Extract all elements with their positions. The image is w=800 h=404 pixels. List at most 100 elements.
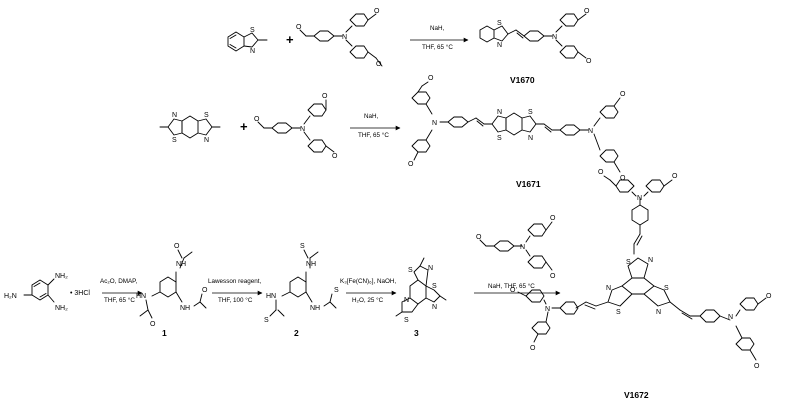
atom-n: N	[172, 112, 177, 119]
atom-o: O	[766, 293, 772, 300]
atom-o: O	[586, 58, 592, 65]
product-label: V1670	[510, 75, 535, 85]
atom-n: N	[552, 34, 557, 41]
atom-o: O	[428, 75, 434, 82]
atom-s: S	[408, 267, 413, 274]
compound-3-structure	[395, 257, 447, 317]
condition-text: THF, 65 °C	[358, 131, 389, 139]
atom-s: S	[250, 27, 255, 34]
plus-sign: +	[240, 119, 248, 134]
atom-o: O	[202, 287, 208, 294]
v1671-structure	[411, 81, 621, 173]
atom-o: O	[598, 169, 604, 176]
condition-text: NaH,	[364, 113, 379, 120]
atom-n: N	[520, 244, 525, 251]
atom-n: N	[432, 120, 437, 127]
atom-n: N	[497, 42, 502, 49]
product-label: V1671	[516, 179, 541, 189]
atom-n: N	[545, 306, 550, 313]
atom-s: S	[172, 137, 177, 144]
atom-hn: HN	[266, 293, 276, 300]
atom-o: O	[374, 8, 380, 15]
atom-n: N	[432, 304, 437, 311]
atom-o: O	[408, 161, 414, 168]
atom-n: N	[342, 34, 347, 41]
atom-n: N	[728, 314, 733, 321]
atom-n: N	[588, 128, 593, 135]
hcl-salt: • 3HCl	[70, 290, 90, 297]
condition-text: THF, 65 °C	[422, 43, 453, 51]
atom-o: O	[174, 243, 180, 250]
atom-nh: NH	[306, 261, 316, 268]
methylbenzothiazole	[227, 31, 268, 52]
condition-text: H₂O, 25 °C	[352, 296, 384, 304]
atom-n: N	[606, 285, 611, 292]
atom-o: O	[530, 345, 536, 352]
plus-sign: +	[286, 32, 294, 47]
atom-o: O	[332, 153, 338, 160]
atom-o: O	[376, 61, 382, 68]
product-label: V1672	[624, 390, 649, 400]
atom-s: S	[664, 285, 669, 292]
atom-s: S	[497, 135, 502, 142]
condition-text: Lawesson reagent,	[208, 278, 261, 285]
atom-n: N	[528, 135, 533, 142]
v1670-structure	[479, 13, 587, 59]
atom-n: N	[656, 309, 661, 316]
atom-s: S	[432, 283, 437, 290]
atom-n: N	[300, 126, 305, 133]
atom-n: N	[428, 265, 433, 272]
atom-n: N	[250, 48, 255, 55]
atom-nh2: NH₂	[55, 273, 68, 280]
atom-s: S	[528, 109, 533, 116]
atom-o: O	[584, 8, 590, 15]
atom-o: O	[510, 287, 516, 294]
condition-text: NaH,	[430, 25, 445, 32]
atom-o: O	[620, 175, 626, 182]
atom-s: S	[300, 243, 305, 250]
intermediate-label: 1	[162, 328, 167, 338]
atom-o: O	[322, 93, 328, 100]
atom-n: N	[648, 257, 653, 264]
atom-nh2: NH₂	[55, 305, 68, 312]
atom-o: O	[754, 363, 760, 370]
atom-s: S	[497, 20, 502, 27]
atom-n: N	[404, 297, 409, 304]
condition-text: THF, 100 °C	[218, 296, 253, 304]
atom-o: O	[672, 173, 678, 180]
compound-2-structure	[269, 249, 337, 317]
dimethylbenzobisthiazole	[159, 115, 221, 139]
atom-o: O	[476, 234, 482, 241]
atom-nh: NH	[310, 305, 320, 312]
atom-nh: NH	[176, 261, 186, 268]
atom-s: S	[264, 317, 269, 324]
atom-s: S	[626, 259, 631, 266]
atom-o: O	[296, 24, 302, 31]
atom-o: O	[550, 273, 556, 280]
triarylamine-aldehyde	[299, 13, 383, 67]
atom-n: N	[497, 109, 502, 116]
atom-nh: NH	[180, 305, 190, 312]
condition-text: Ac₂O, DMAP,	[100, 278, 138, 285]
condition-text: K₃[Fe(CN)₆], NaOH,	[340, 278, 396, 285]
v1672-structure	[517, 175, 767, 361]
condition-text: NaH, THF, 65 °C	[488, 282, 535, 290]
atom-o: O	[550, 215, 556, 222]
intermediate-label: 2	[294, 328, 299, 338]
atom-s: S	[334, 287, 339, 294]
atom-o: O	[150, 321, 156, 328]
atom-n: N	[637, 195, 642, 202]
intermediate-label: 3	[414, 328, 419, 338]
triarylamine-aldehyde	[257, 99, 335, 153]
condition-text: THF, 65 °C	[104, 296, 135, 304]
atom-hn: HN	[136, 293, 146, 300]
atom-s: S	[404, 317, 409, 324]
atom-o: O	[620, 91, 626, 98]
triarylamine-aldehyde	[479, 221, 553, 271]
atom-s: S	[204, 112, 209, 119]
triaminobenzene	[23, 278, 55, 303]
compound-1-structure	[139, 249, 207, 319]
atom-h2n: H₂N	[4, 293, 17, 300]
